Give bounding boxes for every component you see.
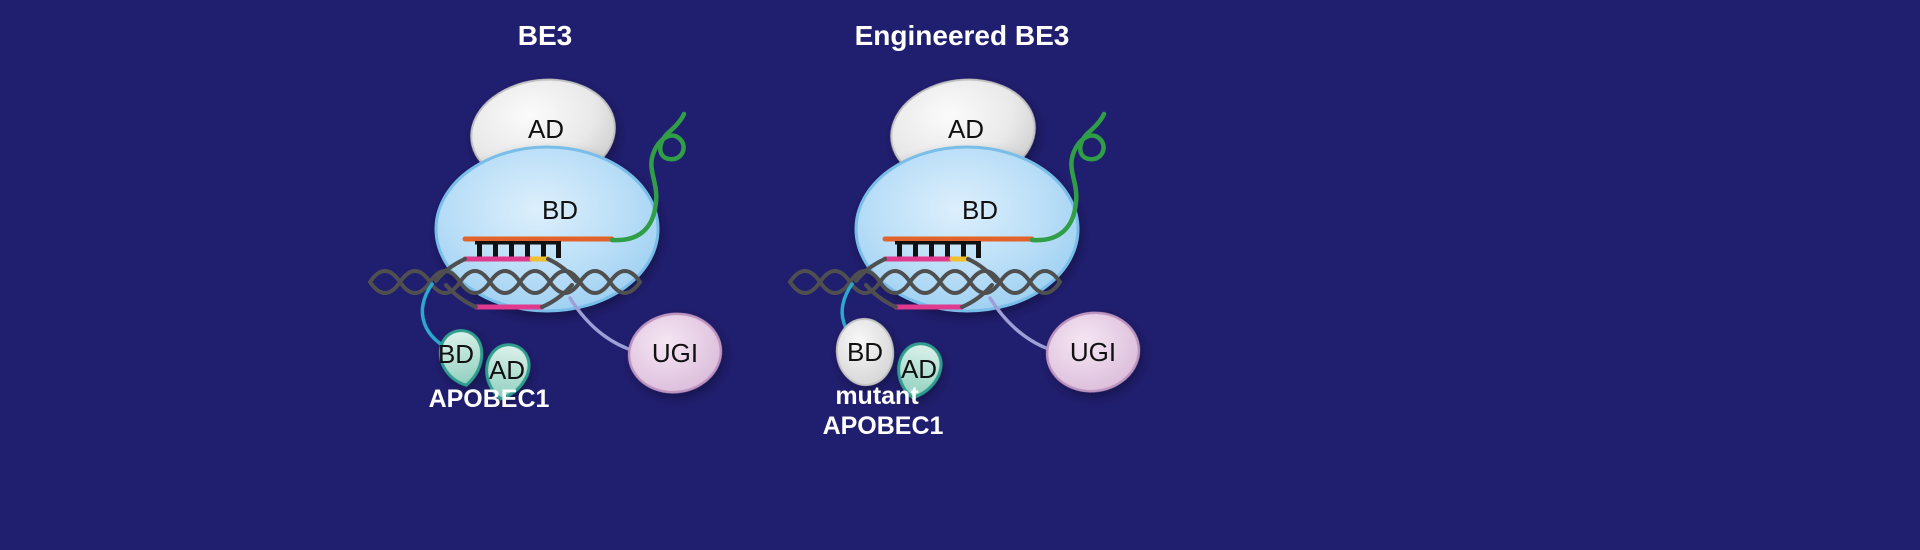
basepair-comb-bar	[895, 241, 981, 245]
dna-helix-strand-2	[788, 269, 1062, 295]
basepair-tooth	[897, 243, 902, 258]
cas9-bd-body	[854, 145, 1080, 313]
strand-connector	[546, 257, 578, 283]
sgRNA-scaffold-loop	[609, 111, 687, 243]
panel-title: Engineered BE3	[855, 20, 1070, 51]
cas9-bd-label: BD	[542, 195, 578, 225]
basepair-tooth	[976, 243, 981, 258]
basepair-tooth	[509, 243, 514, 258]
basepair-tooth	[929, 243, 934, 258]
dna-helix-strand-1	[788, 269, 1062, 295]
basepair-tooth	[961, 243, 966, 258]
apobec-name-line1: mutant	[835, 382, 919, 410]
basepair-tooth	[525, 243, 530, 258]
apobec-name-line2: APOBEC1	[823, 412, 944, 440]
cas9-ad-label: AD	[528, 114, 564, 144]
strand-connector	[960, 283, 994, 309]
apobec-name-line1: APOBEC1	[429, 385, 550, 413]
apobec-bd-leaf	[438, 329, 484, 387]
basepair-comb-bar	[475, 241, 561, 245]
dna-helix-strand-2	[368, 269, 642, 295]
strand-connector	[854, 257, 887, 283]
basepair-comb-teeth	[897, 243, 981, 258]
apobec-bd-mutant-shape	[835, 318, 895, 386]
ugi-label: UGI	[652, 338, 698, 368]
basepair-tooth	[493, 243, 498, 258]
panel-be3: BE3 AD BD	[368, 20, 723, 413]
apobec-ad-label: AD	[901, 354, 937, 384]
apobec-ad-leaf	[485, 343, 531, 401]
strand-connector	[540, 283, 574, 309]
cas9-bd-label: BD	[962, 195, 998, 225]
sgRNA-scaffold-loop	[1029, 111, 1107, 243]
apobec-bd-shape	[438, 329, 484, 387]
cas9-bd-body	[434, 145, 660, 313]
cas9-ad-label: AD	[948, 114, 984, 144]
apobec-bd-label: BD	[438, 339, 474, 369]
strand-connector	[434, 257, 467, 283]
basepair-tooth	[913, 243, 918, 258]
basepair-tooth	[556, 243, 561, 258]
strand-connector	[444, 283, 478, 309]
ugi-label: UGI	[1070, 337, 1116, 367]
apobec-ad-shape	[485, 343, 531, 401]
apobec-ad-leaf	[897, 342, 943, 400]
strand-connector	[966, 257, 998, 283]
strand-connector	[864, 283, 898, 309]
panel-engineered-be3: Engineered BE3 AD BD B	[788, 20, 1141, 440]
apobec-ad-label: AD	[489, 355, 525, 385]
basepair-tooth	[541, 243, 546, 258]
ugi-domain	[627, 312, 723, 394]
apobec-bd-label: BD	[847, 337, 883, 367]
apobec-ad-shape	[897, 342, 943, 400]
basepair-tooth	[945, 243, 950, 258]
basepair-tooth	[477, 243, 482, 258]
panel-title: BE3	[518, 20, 572, 51]
ugi-domain	[1045, 311, 1141, 393]
basepair-comb-teeth	[477, 243, 561, 258]
dna-helix-strand-1	[368, 269, 642, 295]
